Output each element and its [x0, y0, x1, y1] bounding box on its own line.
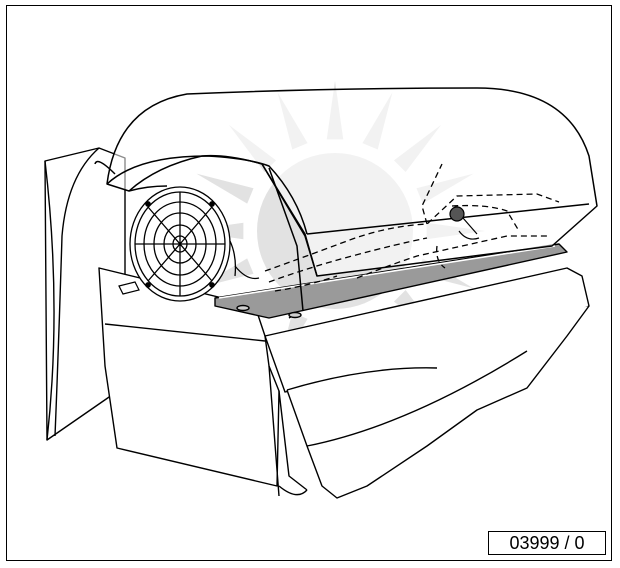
bed-canopy	[94, 87, 598, 312]
knob-icon	[449, 206, 480, 240]
reference-code-label: 03999 / 0	[488, 531, 606, 555]
bed-base	[98, 267, 590, 499]
figure-frame: 03999 / 0	[6, 5, 612, 561]
sun-ray	[196, 173, 254, 204]
tanning-bed-illustration	[44, 81, 598, 499]
fan-icon	[129, 186, 237, 302]
dashed-cable-routing	[264, 163, 560, 292]
hinge-detail	[118, 265, 260, 295]
